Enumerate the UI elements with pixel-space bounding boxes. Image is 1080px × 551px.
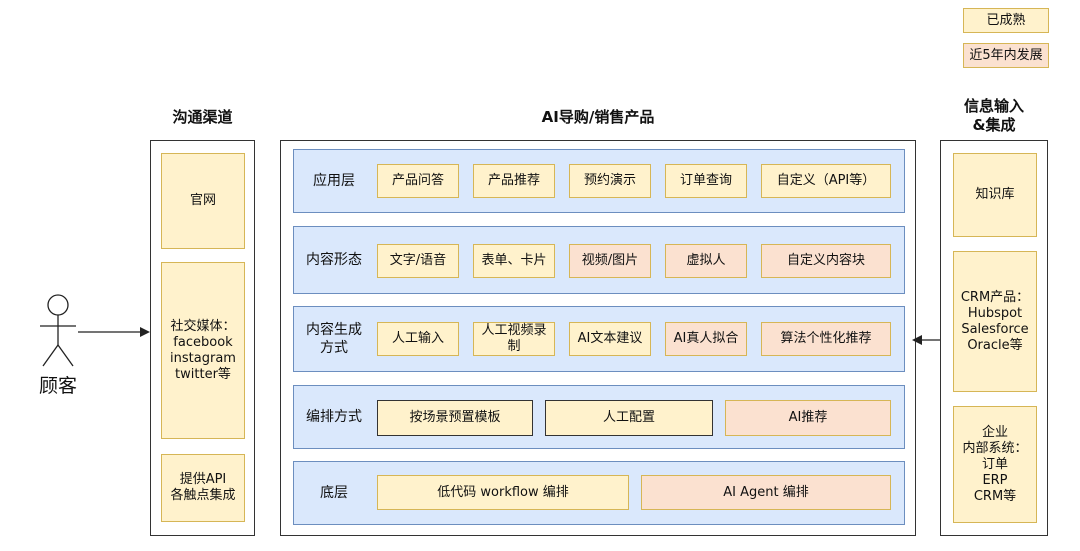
integration-line: CRM等 — [973, 488, 1017, 504]
content-text-voice: 文字/语音 — [377, 244, 459, 278]
base-lowcode-workflow: 低代码 workflow 编排 — [377, 475, 629, 510]
gen-line: 制 — [507, 339, 521, 354]
channel-line: facebook — [173, 334, 233, 350]
product-title: AI导购/销售产品 — [541, 108, 655, 126]
channel-line: twitter等 — [175, 366, 231, 382]
content-virtual-human: 虚拟人 — [665, 244, 747, 278]
integration-crm-products: CRM产品： Hubspot Salesforce Oracle等 — [953, 251, 1037, 392]
channel-line: 提供API — [179, 472, 227, 487]
customer-to-channels-arrow — [78, 327, 150, 337]
app-demo-booking: 预约演示 — [569, 164, 651, 198]
channels-title: 沟通渠道 — [172, 108, 233, 126]
app-product-recommend: 产品推荐 — [473, 164, 555, 198]
content-video-image: 视频/图片 — [569, 244, 651, 278]
gen-algo-personalize: 算法个性化推荐 — [761, 322, 891, 356]
integration-title-line: 信息输入 — [963, 97, 1024, 115]
gen-ai-human-sim: AI真人拟合 — [665, 322, 747, 356]
legend-mature: 已成熟 — [963, 8, 1049, 33]
content-form-card: 表单、卡片 — [473, 244, 555, 278]
app-product-qa: 产品问答 — [377, 164, 459, 198]
customer-actor-icon — [40, 294, 76, 367]
base-ai-agent: AI Agent 编排 — [641, 475, 891, 510]
orch-scene-template: 按场景预置模板 — [377, 400, 533, 436]
gen-manual-input: 人工输入 — [377, 322, 459, 356]
gen-ai-text-suggest: AI文本建议 — [569, 322, 651, 356]
legend-developing-label: 近5年内发展 — [969, 47, 1043, 63]
layer-label: 内容生成 方式 — [296, 306, 372, 372]
layer-label-line: 内容生成 — [306, 322, 362, 338]
channel-line: instagram — [170, 350, 236, 366]
gen-line: 人工视频录 — [481, 323, 547, 338]
channel-social-media: 社交媒体： facebook instagram twitter等 — [161, 262, 245, 439]
layer-label: 编排方式 — [306, 409, 362, 425]
integration-line: Oracle等 — [967, 337, 1023, 353]
integration-knowledge-base: 知识库 — [953, 153, 1037, 237]
channel-line: 各触点集成 — [170, 488, 236, 503]
content-custom-block: 自定义内容块 — [761, 244, 891, 278]
integration-line: Hubspot — [967, 305, 1023, 321]
channel-api: 提供API 各触点集成 — [161, 454, 245, 522]
integration-line: 企业 — [981, 424, 1008, 440]
integration-line: ERP — [982, 472, 1008, 488]
integration-to-product-arrow — [912, 335, 940, 345]
layer-label: 底层 — [320, 485, 348, 501]
customer-label: 顾客 — [38, 375, 77, 397]
app-order-query: 订单查询 — [665, 164, 747, 198]
orch-ai-recommend: AI推荐 — [725, 400, 891, 436]
orch-manual-config: 人工配置 — [545, 400, 713, 436]
integration-line: Salesforce — [961, 321, 1029, 337]
channel-line: 社交媒体： — [170, 318, 236, 334]
integration-internal-systems: 企业 内部系统： 订单 ERP CRM等 — [953, 406, 1037, 523]
layer-label: 应用层 — [313, 173, 355, 189]
layer-label-line: 方式 — [320, 340, 348, 356]
gen-manual-video: 人工视频录 制 — [473, 322, 555, 356]
channel-website: 官网 — [161, 153, 245, 249]
integration-line: 订单 — [981, 456, 1008, 472]
integration-title: 信息输入 &集成 — [940, 97, 1048, 135]
channel-line: 官网 — [189, 193, 216, 208]
app-custom-api: 自定义（API等） — [761, 164, 891, 198]
layer-label: 内容形态 — [306, 252, 362, 268]
legend-developing: 近5年内发展 — [963, 43, 1049, 68]
integration-line: CRM产品： — [960, 289, 1030, 305]
legend-mature-label: 已成熟 — [986, 12, 1026, 28]
integration-line: 内部系统： — [962, 440, 1028, 456]
integration-title-line: &集成 — [972, 116, 1016, 134]
